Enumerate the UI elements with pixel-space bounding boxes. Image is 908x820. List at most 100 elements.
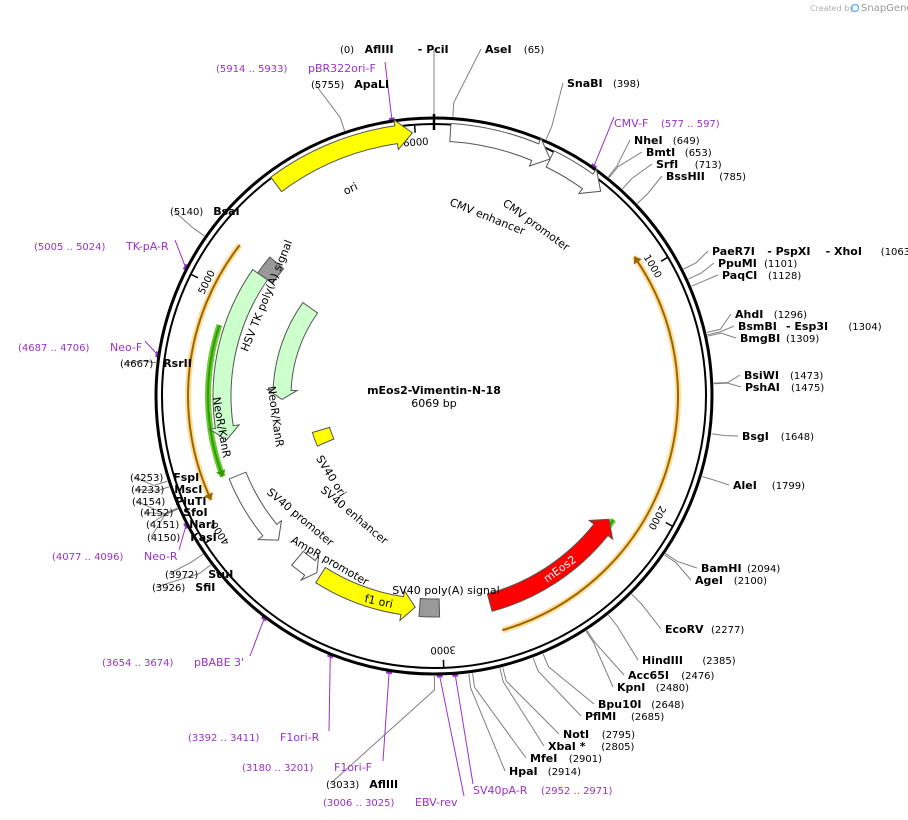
site-label: PflMI (2685) bbox=[585, 710, 664, 723]
site-name: NarI bbox=[189, 518, 215, 531]
site-position: (2805) bbox=[601, 742, 634, 753]
site-name: AseI bbox=[485, 43, 512, 56]
site-leader bbox=[664, 554, 692, 581]
site-label: (4154)PluTI bbox=[132, 495, 206, 508]
primer-leader bbox=[328, 656, 331, 732]
site-position: (653) bbox=[685, 148, 712, 159]
site-position: (713) bbox=[695, 160, 722, 171]
site-name: PaeR7I bbox=[712, 245, 755, 258]
site-name: BsaI bbox=[213, 205, 239, 218]
site-name: SnaBI bbox=[567, 77, 603, 90]
site-name: SfoI bbox=[183, 506, 207, 519]
site-leader bbox=[631, 593, 662, 630]
site-name: NheI bbox=[634, 134, 663, 147]
primer-range: (3180 .. 3201) bbox=[242, 763, 314, 774]
site-leader bbox=[545, 82, 564, 140]
primer-leader bbox=[178, 525, 187, 551]
site-name: ApaLI bbox=[354, 78, 389, 91]
site-position: (398) bbox=[613, 79, 640, 90]
site-name: - XhoI bbox=[826, 245, 862, 258]
feature-cmv-enhancer bbox=[449, 122, 551, 167]
site-name: PshAI bbox=[745, 381, 780, 394]
site-label: Acc65I (2476) bbox=[628, 669, 715, 682]
site-leader bbox=[713, 382, 742, 388]
site-position: (1799) bbox=[772, 481, 805, 492]
feature-ampr-promoter bbox=[291, 550, 320, 582]
site-position: (2648) bbox=[651, 700, 684, 711]
site-label: KpnI(2480) bbox=[617, 681, 689, 694]
site-leader bbox=[502, 667, 560, 735]
site-leader bbox=[134, 486, 170, 492]
snapgene-credit: Created by SnapGene bbox=[810, 3, 908, 14]
site-position: (1101) bbox=[764, 259, 797, 270]
feature-hsv-tk-poly-a-signal bbox=[256, 256, 285, 285]
site-name: BsiWI bbox=[744, 369, 779, 382]
primer-name: F1ori-F bbox=[334, 761, 372, 774]
tick-mark bbox=[665, 521, 674, 528]
primer-name: F1ori-R bbox=[280, 731, 320, 744]
primer-label: (3006 .. 3025)EBV-rev bbox=[323, 796, 458, 809]
site-name: HindIII bbox=[642, 654, 683, 667]
site-label: (4667)RsrII bbox=[120, 357, 192, 370]
feature-arrows bbox=[208, 118, 614, 622]
site-label: BssHII(785) bbox=[666, 170, 746, 183]
site-leader bbox=[691, 274, 719, 287]
site-position: (2277) bbox=[711, 625, 744, 636]
site-position: (5755) bbox=[311, 80, 344, 91]
site-label: (3033)AflIII bbox=[326, 778, 398, 791]
site-leader bbox=[155, 564, 212, 588]
site-leader bbox=[329, 675, 435, 785]
primer-range: (4687 .. 4706) bbox=[18, 343, 90, 354]
site-name: MfeI bbox=[530, 752, 557, 765]
feature-shape bbox=[208, 268, 269, 441]
site-position: (1304) bbox=[848, 322, 881, 333]
site-name: AflIII bbox=[365, 43, 394, 56]
site-label: AseI(65) bbox=[485, 43, 544, 56]
primer-leader bbox=[249, 618, 265, 657]
site-leader bbox=[711, 433, 739, 437]
site-position: (4154) bbox=[132, 497, 165, 508]
site-name: RsrII bbox=[163, 357, 192, 370]
site-position: (3972) bbox=[165, 570, 198, 581]
site-leader bbox=[585, 630, 614, 688]
primer-name: EBV-rev bbox=[415, 796, 458, 809]
feature-shape bbox=[545, 150, 602, 195]
site-label: (4233)MscI bbox=[131, 483, 202, 496]
site-position: (3926) bbox=[152, 583, 185, 594]
site-position: (2685) bbox=[631, 712, 664, 723]
primer-name: Neo-R bbox=[144, 550, 178, 563]
plasmid-name: mEos2-Vimentin-N-18 bbox=[367, 384, 501, 397]
primer-label: (3392 .. 3411)F1ori-R bbox=[188, 731, 320, 744]
orf-band bbox=[501, 254, 681, 634]
site-name: PflMI bbox=[585, 710, 616, 723]
feature-shape bbox=[256, 256, 285, 285]
site-label: (4253)FspI bbox=[130, 471, 199, 484]
primer-name: pBR322ori-F bbox=[308, 62, 376, 75]
site-label: MfeI(2901) bbox=[530, 752, 602, 765]
site-position: (1473) bbox=[790, 371, 823, 382]
feature-label: f1 ori bbox=[363, 592, 394, 611]
site-label: BsiWI (1473) bbox=[744, 369, 823, 382]
site-position: (2476) bbox=[681, 671, 714, 682]
site-label: (4150)KasI bbox=[147, 531, 217, 544]
site-position: (1296) bbox=[774, 310, 807, 321]
site-position: (1063) bbox=[881, 247, 908, 258]
feature-shape bbox=[265, 301, 319, 401]
site-position: (1475) bbox=[791, 383, 824, 394]
site-leader bbox=[452, 48, 482, 117]
feature-shape bbox=[311, 426, 335, 447]
site-name: SfiI bbox=[195, 581, 215, 594]
site-position: (3033) bbox=[326, 780, 359, 791]
site-name: Acc65I bbox=[628, 669, 669, 682]
tick-label: 3000 bbox=[430, 643, 456, 655]
feature-ori bbox=[270, 118, 414, 193]
primer-name: CMV-F bbox=[614, 117, 648, 130]
feature-neor-kanr bbox=[265, 301, 319, 401]
snapgene-logo-icon bbox=[850, 3, 860, 13]
primer-leader bbox=[439, 675, 465, 797]
primer-label: (4077 .. 4096)Neo-R bbox=[52, 550, 178, 563]
site-name: FspI bbox=[173, 471, 199, 484]
feature-shape bbox=[449, 122, 551, 167]
feature-f1-ori bbox=[315, 566, 416, 622]
site-name: BssHII bbox=[666, 170, 705, 183]
